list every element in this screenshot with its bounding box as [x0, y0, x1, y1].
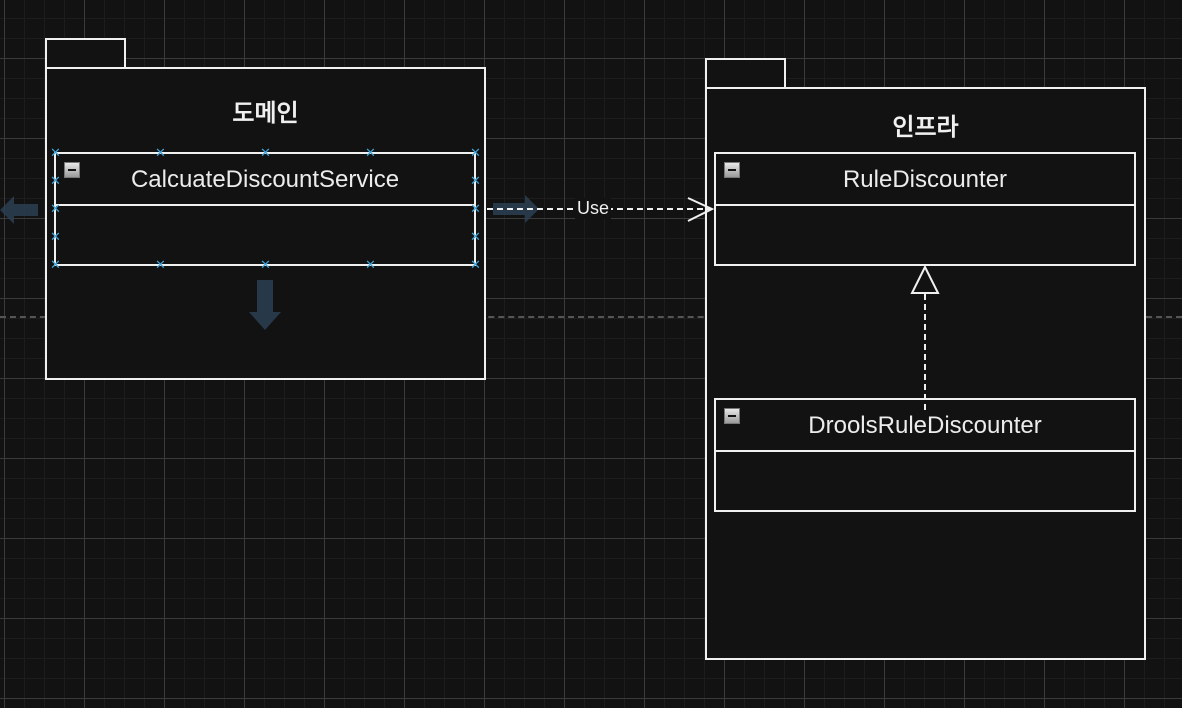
minus-box-icon[interactable]	[724, 408, 740, 424]
class-header: DroolsRuleDiscounter	[716, 400, 1134, 452]
x-handle-icon[interactable]: ✕	[50, 229, 61, 244]
x-handle-icon[interactable]: ✕	[50, 145, 61, 160]
connect-arrow-down-icon[interactable]	[247, 278, 283, 332]
x-handle-icon[interactable]: ✕	[470, 257, 481, 272]
class-name: CalcuateDiscountService	[130, 166, 400, 193]
x-handle-icon[interactable]: ✕	[260, 145, 271, 160]
infra-package-tab[interactable]	[705, 58, 786, 89]
x-handle-icon[interactable]: ✕	[155, 257, 166, 272]
domain-package-title: 도메인	[232, 99, 299, 127]
class-calcuate-discount-service[interactable]: CalcuateDiscountService	[54, 152, 476, 266]
x-handle-icon[interactable]: ✕	[50, 173, 61, 188]
class-name: DroolsRuleDiscounter	[808, 412, 1042, 439]
domain-package-tab[interactable]	[45, 38, 126, 69]
x-handle-icon[interactable]: ✕	[260, 257, 271, 272]
x-handle-icon[interactable]: ✕	[155, 145, 166, 160]
x-handle-icon[interactable]: ✕	[470, 173, 481, 188]
x-handle-icon[interactable]: ✕	[365, 145, 376, 160]
x-handle-icon[interactable]: ✕	[50, 201, 61, 216]
minus-box-icon[interactable]	[724, 162, 740, 178]
minus-box-icon[interactable]	[64, 162, 80, 178]
x-handle-icon[interactable]: ✕	[470, 145, 481, 160]
class-rule-discounter[interactable]: RuleDiscounter	[714, 152, 1136, 266]
page-break-line	[0, 316, 1182, 318]
connect-arrow-left-icon[interactable]	[0, 194, 40, 226]
x-handle-icon[interactable]: ✕	[470, 229, 481, 244]
class-name: RuleDiscounter	[842, 166, 1008, 193]
class-drools-rule-discounter[interactable]: DroolsRuleDiscounter	[714, 398, 1136, 512]
x-handle-icon[interactable]: ✕	[470, 201, 481, 216]
class-header: CalcuateDiscountService	[56, 154, 474, 206]
x-handle-icon[interactable]: ✕	[50, 257, 61, 272]
infra-package-title: 인프라	[892, 113, 959, 141]
use-connector-label[interactable]: Use	[575, 198, 612, 219]
class-header: RuleDiscounter	[716, 154, 1134, 206]
connect-arrow-right-icon[interactable]	[487, 193, 541, 225]
x-handle-icon[interactable]: ✕	[365, 257, 376, 272]
